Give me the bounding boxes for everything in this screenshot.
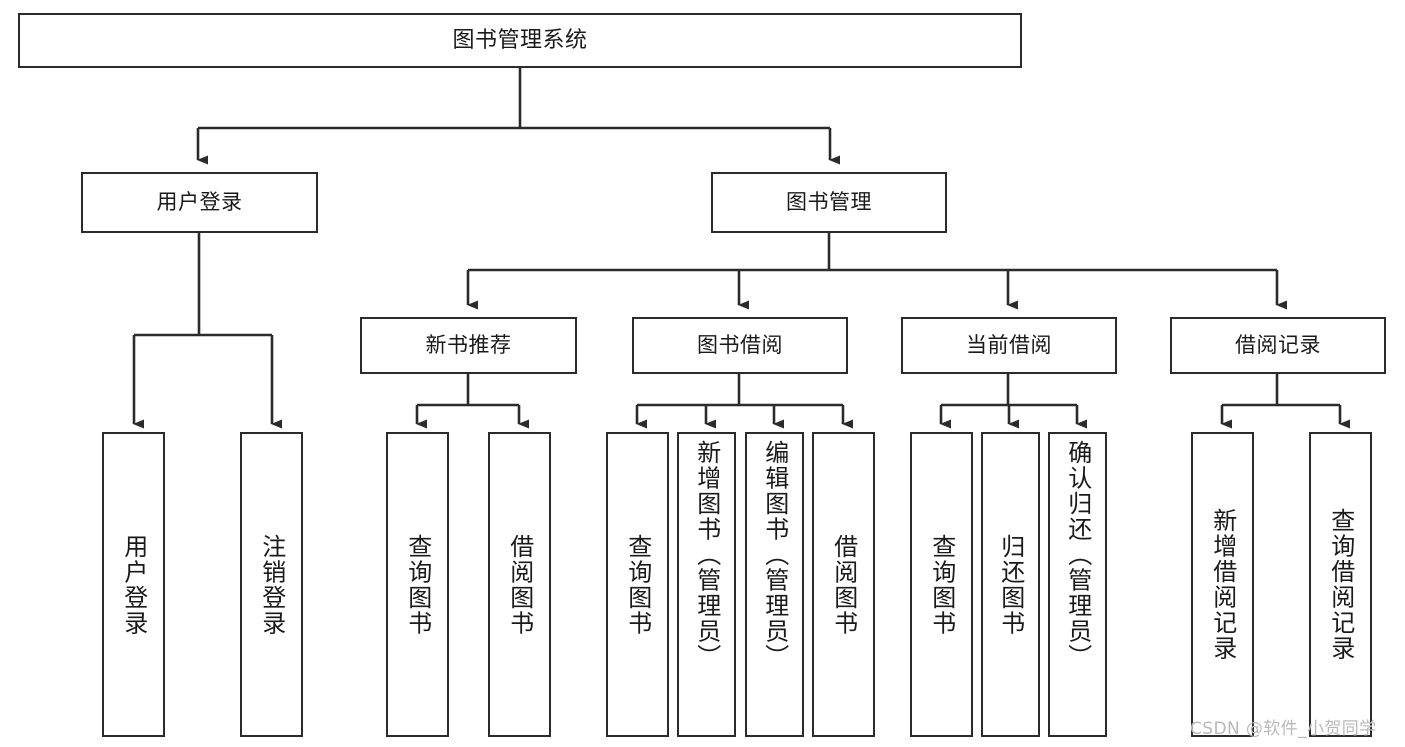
node-user-login[interactable]: 用户登录: [81, 172, 318, 233]
node-leaf-add-book[interactable]: 新增图书（管理员）: [677, 432, 736, 737]
node-book-borrow[interactable]: 图书借阅: [632, 317, 848, 374]
node-leaf-query-book-1[interactable]: 查询图书: [386, 432, 449, 737]
node-book-manage-label: 图书管理: [786, 190, 872, 215]
node-borrow-record[interactable]: 借阅记录: [1170, 317, 1386, 374]
node-leaf-confirm-return-label: 确认归还（管理员）: [1063, 440, 1092, 670]
node-leaf-logout[interactable]: 注销登录: [240, 432, 303, 737]
node-leaf-user-login-label: 用户登录: [119, 533, 148, 636]
node-leaf-return-book-label: 归还图书: [996, 533, 1025, 636]
node-book-borrow-label: 图书借阅: [697, 333, 783, 358]
node-leaf-logout-label: 注销登录: [257, 533, 286, 636]
node-book-manage[interactable]: 图书管理: [711, 172, 947, 233]
node-leaf-query-record[interactable]: 查询借阅记录: [1309, 432, 1372, 737]
node-current-borrow[interactable]: 当前借阅: [901, 317, 1117, 374]
node-leaf-query-book-3[interactable]: 查询图书: [910, 432, 973, 737]
node-leaf-borrow-book-2-label: 借阅图书: [829, 533, 858, 636]
node-leaf-add-record[interactable]: 新增借阅记录: [1191, 432, 1254, 737]
node-root[interactable]: 图书管理系统: [18, 13, 1022, 68]
node-borrow-record-label: 借阅记录: [1235, 333, 1321, 358]
node-leaf-add-record-label: 新增借阅记录: [1208, 508, 1237, 661]
node-user-login-label: 用户登录: [156, 190, 243, 215]
node-leaf-confirm-return[interactable]: 确认归还（管理员）: [1048, 432, 1107, 737]
node-leaf-return-book[interactable]: 归还图书: [981, 432, 1040, 737]
node-root-label: 图书管理系统: [452, 27, 588, 53]
node-new-book-rec-label: 新书推荐: [425, 333, 512, 358]
node-leaf-borrow-book-2[interactable]: 借阅图书: [812, 432, 875, 737]
node-leaf-query-book-3-label: 查询图书: [927, 533, 956, 636]
node-new-book-rec[interactable]: 新书推荐: [360, 317, 577, 374]
node-current-borrow-label: 当前借阅: [966, 333, 1052, 358]
node-leaf-add-book-label: 新增图书（管理员）: [692, 440, 721, 670]
node-leaf-query-record-label: 查询借阅记录: [1326, 508, 1355, 661]
node-leaf-query-book-2-label: 查询图书: [623, 533, 652, 636]
csdn-watermark: CSDN @软件_小贺同学: [1190, 719, 1377, 739]
node-leaf-edit-book[interactable]: 编辑图书（管理员）: [745, 432, 804, 737]
node-leaf-query-book-2[interactable]: 查询图书: [606, 432, 669, 737]
node-leaf-user-login[interactable]: 用户登录: [102, 432, 165, 737]
node-leaf-borrow-book-1-label: 借阅图书: [505, 533, 534, 636]
node-leaf-query-book-1-label: 查询图书: [403, 533, 432, 636]
node-leaf-edit-book-label: 编辑图书（管理员）: [760, 440, 789, 670]
node-leaf-borrow-book-1[interactable]: 借阅图书: [488, 432, 551, 737]
